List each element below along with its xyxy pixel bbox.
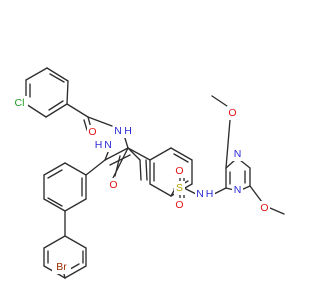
atom-n-pyr-top: N [232, 147, 243, 161]
bond-34 [43, 235, 66, 249]
atom-n-pyr-bot: N [232, 183, 243, 197]
bond-29 [64, 162, 87, 176]
bond-0 [46, 67, 69, 82]
atom-label-s-sulfonyl: S [176, 182, 183, 194]
atom-label-h-sulf: H [206, 188, 214, 200]
bond-37 [64, 265, 87, 279]
atom-label-o-amide2: O [109, 179, 117, 191]
atom-o-ome2: O [259, 201, 270, 215]
atom-label-n-pyr-bot: N [234, 184, 242, 196]
atom-label-nh-sulf: N [196, 188, 204, 200]
bond-18 [139, 159, 142, 181]
atom-o-amide2: O [108, 178, 119, 192]
atom-label-o-ome2: O [260, 202, 268, 214]
bond-70 [249, 185, 263, 203]
bond-15 [127, 147, 151, 161]
atom-label-br: Br [56, 261, 67, 273]
atom-label-o-amide1: O [88, 126, 96, 138]
atom-nh-amide2: H N [94, 138, 114, 152]
bond-68 [225, 119, 231, 169]
bond-11 [83, 119, 88, 131]
atom-o-sulf-top: O [174, 164, 185, 178]
bond-32 [47, 169, 63, 179]
bond-39 [64, 235, 87, 249]
bond-layer [25, 67, 285, 279]
bond-6 [49, 73, 65, 83]
bond-9 [66, 103, 89, 118]
bond-3 [25, 103, 47, 118]
bond-45 [170, 147, 193, 161]
atom-label-o-ome1: O [228, 107, 236, 119]
molecule-structure-diagram: Cl O N H O H N S O [11, 67, 285, 279]
bond-26 [43, 198, 66, 212]
atom-label-o-sulf-bot: O [175, 199, 183, 211]
bond-19 [145, 159, 148, 181]
atom-o-amide1: O [87, 125, 98, 139]
atom-br: Br [52, 260, 71, 274]
bond-25 [64, 198, 87, 212]
atom-label-nh-amide1: N [114, 125, 122, 137]
atom-o-sulf-bot: O [174, 198, 185, 212]
bond-28 [43, 162, 66, 176]
bond-62 [239, 159, 251, 169]
bond-31 [47, 197, 63, 207]
bond-50 [173, 153, 189, 163]
bond-71 [269, 207, 285, 215]
bond-21 [114, 155, 121, 177]
atom-label-cl: Cl [15, 97, 25, 109]
bond-2 [45, 103, 68, 118]
atom-label-h-amide1: H [124, 125, 132, 137]
bond-69 [211, 95, 228, 107]
atom-label-n-pyr-top: N [234, 148, 242, 160]
bond-5 [25, 67, 48, 81]
bond-17 [127, 147, 141, 161]
bond-12 [87, 116, 113, 127]
atom-s-sulfonyl: S [174, 181, 185, 195]
atom-nh-sulf: N H [195, 187, 215, 201]
atom-label-layer: Cl O N H O H N S O [11, 96, 270, 274]
bond-54 [183, 187, 197, 195]
atom-nh-amide1: N H [113, 124, 133, 138]
bond-44 [149, 147, 172, 161]
bond-7 [48, 100, 64, 111]
bond-59 [213, 187, 227, 195]
atom-cl: Cl [11, 96, 28, 110]
bond-23 [85, 159, 106, 176]
bond-16 [109, 154, 131, 166]
atom-label-h-amide2: H [95, 139, 103, 151]
bond-1 [66, 80, 69, 105]
atom-label-nh-amide2: N [104, 139, 112, 151]
bond-14 [104, 147, 129, 161]
atom-label-o-sulf-top: O [175, 165, 183, 177]
bond-48 [149, 183, 172, 197]
atom-o-ome1: O [227, 106, 238, 120]
bond-61 [225, 159, 236, 169]
